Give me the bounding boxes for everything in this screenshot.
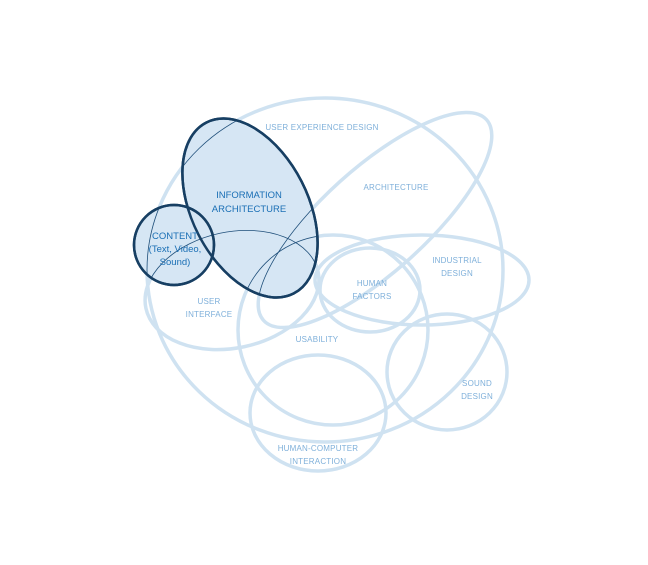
- label-ia-2: ARCHITECTURE: [212, 204, 286, 215]
- label-hf-1: HUMAN: [357, 279, 387, 288]
- sound-design-circle: [385, 312, 509, 432]
- label-ui-2: INTERFACE: [186, 310, 233, 319]
- label-ia-1: INFORMATION: [216, 190, 282, 201]
- label-content-3: Sound): [160, 257, 191, 268]
- label-sound-2: DESIGN: [461, 392, 493, 401]
- architecture-ellipse: [256, 110, 494, 330]
- label-industrial-2: DESIGN: [441, 269, 473, 278]
- labels: USER EXPERIENCE DESIGN ARCHITECTURE INFO…: [149, 123, 493, 466]
- label-hci-2: INTERACTION: [290, 457, 346, 466]
- label-ui-1: USER: [197, 297, 220, 306]
- label-content-1: CONTENT: [152, 231, 198, 242]
- label-hci-1: HUMAN-COMPUTER: [278, 444, 359, 453]
- label-industrial-1: INDUSTRIAL: [432, 256, 482, 265]
- label-ux-design: USER EXPERIENCE DESIGN: [265, 123, 378, 132]
- information-architecture-outline: [181, 117, 319, 299]
- label-architecture: ARCHITECTURE: [363, 183, 428, 192]
- light-shapes: [143, 96, 531, 473]
- hci-ellipse: [248, 353, 388, 473]
- industrial-design-ellipse: [313, 233, 531, 327]
- human-factors-ellipse: [318, 246, 422, 334]
- label-usability: USABILITY: [296, 335, 339, 344]
- label-content-2: (Text, Video,: [149, 244, 202, 255]
- label-hf-2: FACTORS: [352, 292, 391, 301]
- label-sound-1: SOUND: [462, 379, 492, 388]
- content-outline: [132, 203, 216, 287]
- usability-circle: [236, 233, 430, 427]
